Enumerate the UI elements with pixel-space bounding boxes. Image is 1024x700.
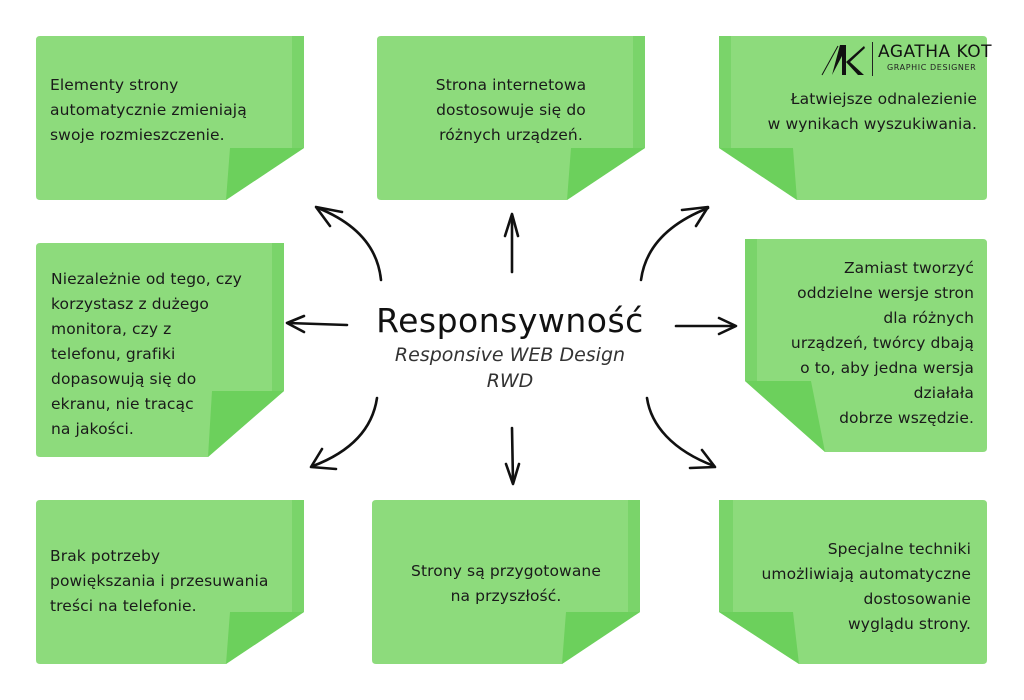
note-text: Elementy strony automatycznie zmieniają … (50, 76, 247, 144)
arrow-up-icon (503, 212, 520, 274)
note-middle-right: Zamiast tworzyć oddzielne wersje stron d… (745, 239, 987, 452)
sticky-note-shape (377, 36, 645, 200)
arrow-top-right-icon (639, 205, 710, 282)
ak-monogram-icon (821, 45, 865, 76)
logo-divider (872, 42, 873, 76)
arrow-bottom-right-icon (645, 396, 717, 470)
sticky-note-shape (36, 36, 304, 200)
sticky-note-shape (719, 500, 987, 664)
note-text: Łatwiejsze odnalezienie w wynikach wyszu… (767, 90, 977, 133)
note-text: Strony są przygotowane na przyszłość. (411, 562, 601, 605)
central-topic: Responsywność Responsive WEB Design RWD (340, 300, 680, 394)
brand-logo: AGATHA KOT GRAPHIC DESIGNER (820, 42, 992, 76)
note-text: Niezależnie od tego, czy korzystasz z du… (51, 270, 242, 438)
arrow-right-icon (674, 316, 738, 336)
arrow-top-left-icon (314, 205, 383, 282)
sticky-note-shape (36, 243, 284, 457)
note-bottom-center: Strony są przygotowane na przyszłość. (372, 500, 640, 664)
topic-title: Responsywność (376, 301, 644, 340)
arrow-down-icon (504, 426, 521, 486)
logo-tagline: GRAPHIC DESIGNER (887, 63, 977, 72)
logo-name: AGATHA KOT (878, 42, 992, 62)
sticky-note-shape (719, 36, 987, 200)
topic-abbreviation: RWD (486, 370, 534, 392)
note-top-right: Łatwiejsze odnalezienie w wynikach wyszu… (719, 36, 987, 200)
note-middle-left: Niezależnie od tego, czy korzystasz z du… (36, 243, 284, 457)
arrow-bottom-left-icon (309, 396, 379, 471)
note-text: Zamiast tworzyć oddzielne wersje stron d… (790, 259, 974, 427)
note-top-center: Strona internetowa dostosowuje się do ró… (377, 36, 645, 200)
sticky-note-shape (745, 239, 987, 452)
topic-subtitle: Responsive WEB Design (394, 344, 626, 366)
note-top-left: Elementy strony automatycznie zmieniają … (36, 36, 304, 200)
note-bottom-right: Specjalne techniki umożliwiają automatyc… (719, 500, 987, 664)
arrow-left-icon (285, 314, 349, 334)
note-text: Specjalne techniki umożliwiają automatyc… (761, 540, 971, 633)
sticky-note-shape (372, 500, 640, 664)
note-text: Brak potrzeby powiększania i przesuwania… (50, 547, 269, 615)
note-text: Strona internetowa dostosowuje się do ró… (435, 76, 587, 144)
sticky-note-shape (36, 500, 304, 664)
note-bottom-left: Brak potrzeby powiększania i przesuwania… (36, 500, 304, 664)
